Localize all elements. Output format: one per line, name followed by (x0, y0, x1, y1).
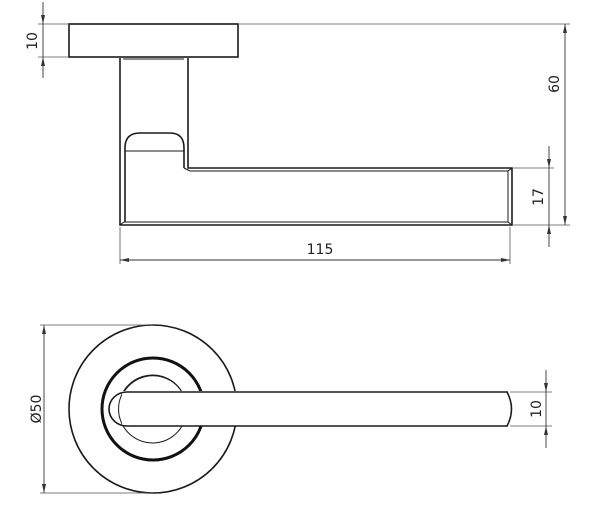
dim-label-overall-length: 115 (307, 242, 334, 258)
dim-lever-width: 10 (510, 370, 552, 448)
dim-rose-thickness: 10 (25, 2, 69, 78)
rose-plate (68, 23, 239, 58)
chamfer-corner (183, 167, 191, 172)
dim-rose-diameter: Ø50 (29, 324, 153, 494)
dim-label-lever-width: 10 (529, 400, 545, 418)
dim-label-rose-diameter: Ø50 (29, 395, 45, 424)
dim-label-overall-height: 60 (547, 75, 563, 93)
top-view: Ø50 10 (29, 324, 552, 494)
rose-inner-left (123, 375, 183, 393)
chamfer-corner (507, 167, 513, 172)
chamfer-corner (507, 221, 513, 226)
lever-outline (119, 58, 513, 226)
chamfer-corner (119, 221, 125, 226)
side-view: 10 60 17 115 (25, 2, 570, 264)
dim-overall-height: 60 (547, 24, 567, 225)
dim-label-rose-thickness: 10 (25, 32, 41, 50)
neck-cutout (124, 132, 185, 222)
lever-bar (108, 391, 513, 427)
dim-overall-length: 115 (119, 227, 511, 264)
dim-label-lever-height: 17 (531, 188, 547, 206)
lever-chamfer (124, 170, 509, 223)
dim-lever-height: 17 (531, 146, 551, 247)
